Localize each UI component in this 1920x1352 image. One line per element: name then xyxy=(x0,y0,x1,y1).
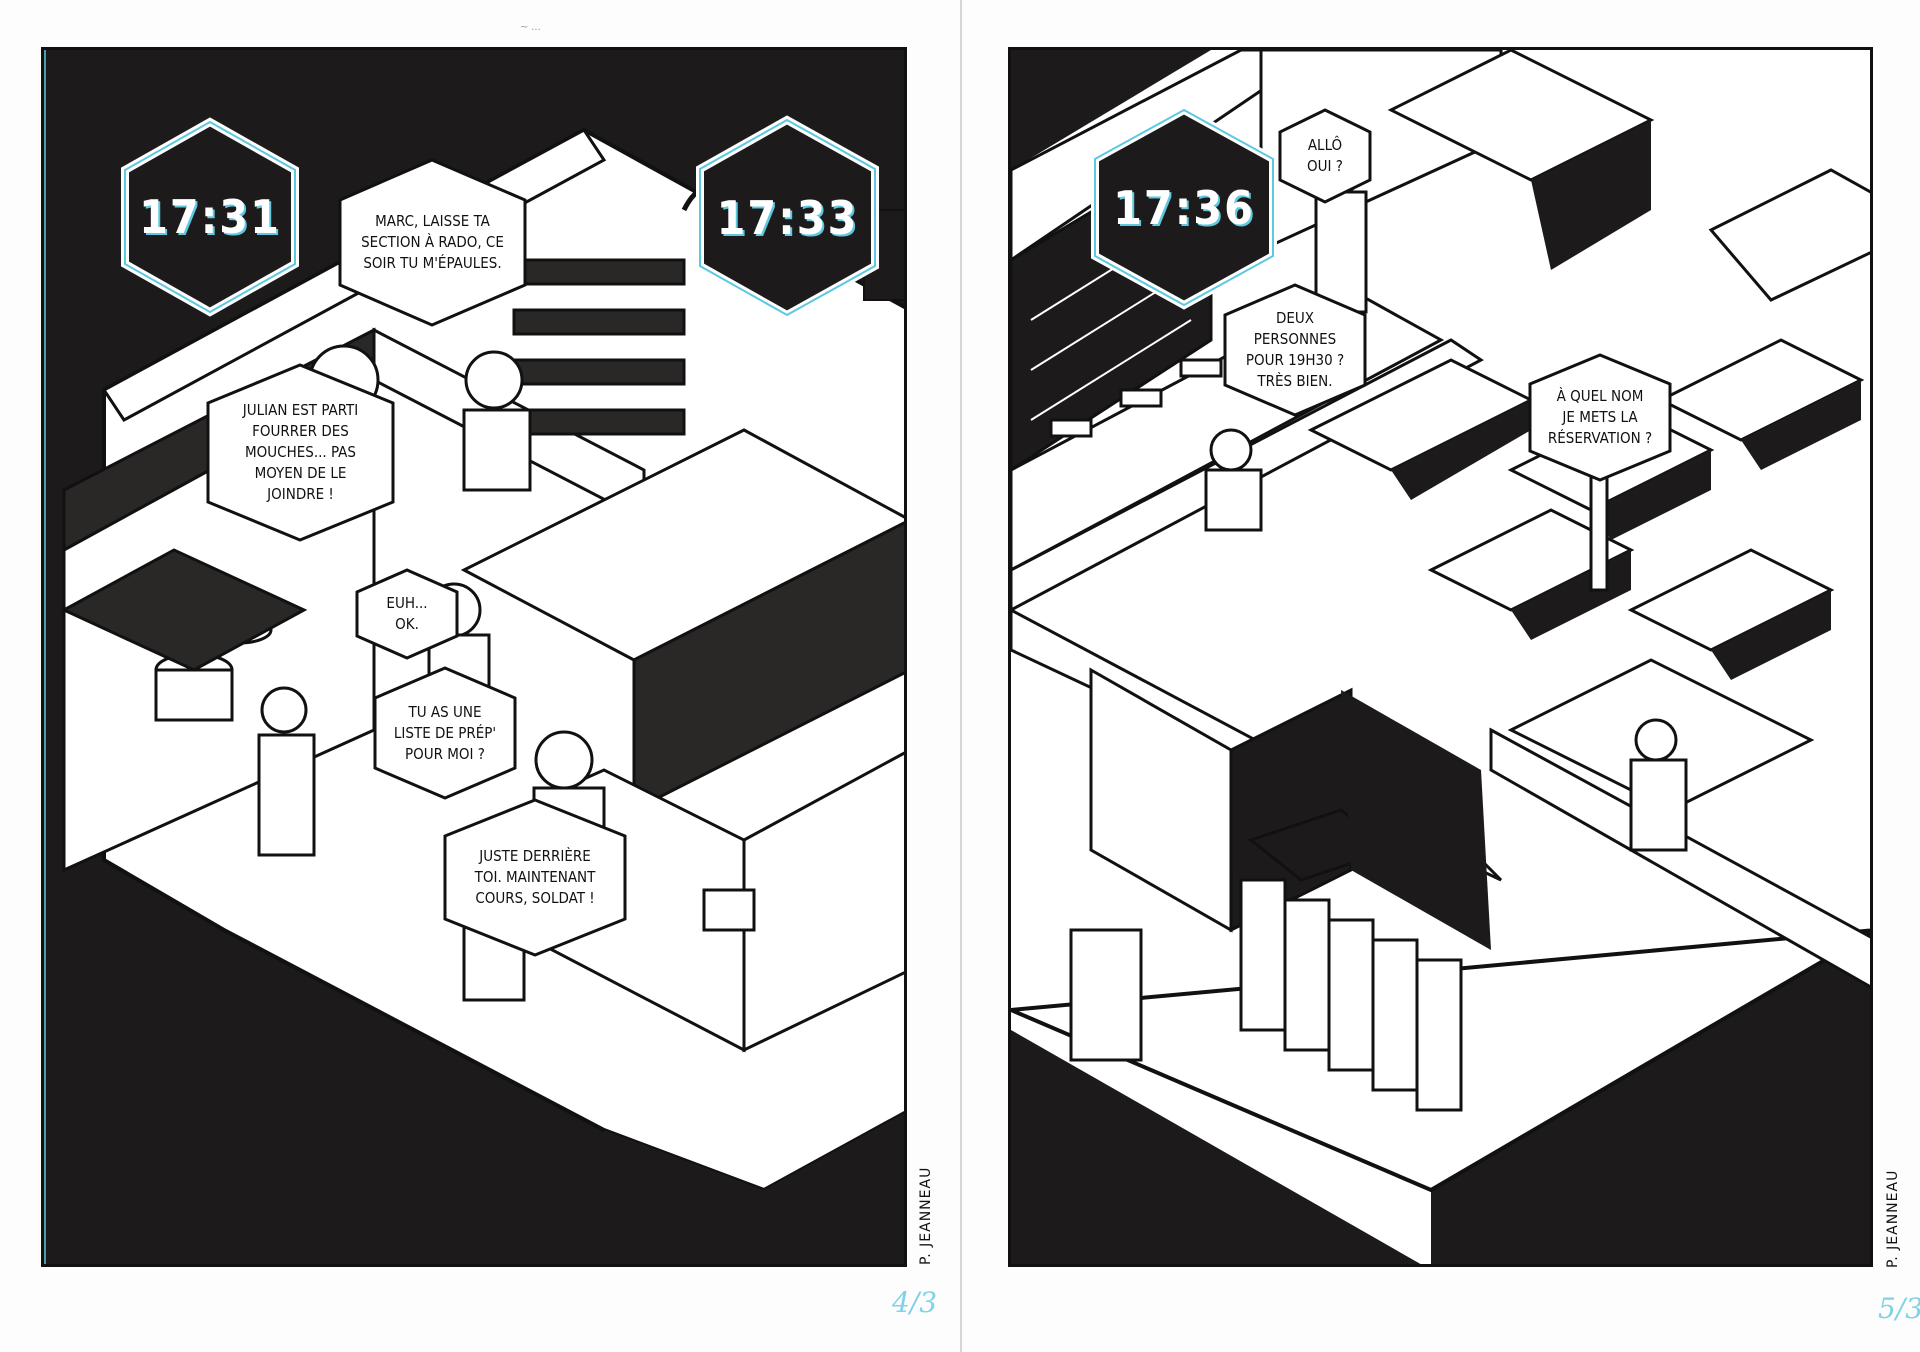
speech-bubble: À quel nom je mets la réservation ? xyxy=(1528,353,1672,482)
artist-signature: P. JEANNEAU xyxy=(918,1166,934,1265)
pencil-guide-line xyxy=(44,50,46,1264)
hexagon-frame-icon xyxy=(696,115,879,320)
bubble-text: Juste derrière toi. Maintenant cours, so… xyxy=(474,847,596,907)
bubble-text: Allô oui ? xyxy=(1307,136,1343,175)
timestamp-hex-1731: 17:31 xyxy=(121,117,299,317)
speech-bubble: Marc, laisse ta section à Rado, ce soir … xyxy=(338,158,527,327)
bubble-text: À quel nom je mets la réservation ? xyxy=(1547,387,1653,447)
page-gutter xyxy=(960,0,962,1352)
hexagon-bubble-icon xyxy=(338,158,527,327)
speech-bubble: Euh... Ok. xyxy=(355,568,459,660)
bubble-text: Marc, laisse ta section à Rado, ce soir … xyxy=(361,212,504,272)
bubble-text: Julian est parti fourrer des mouches... … xyxy=(242,401,359,503)
speech-bubble: Julian est parti fourrer des mouches... … xyxy=(206,363,395,542)
hexagon-bubble-icon xyxy=(1528,353,1672,482)
hexagon-bubble-icon xyxy=(355,568,459,660)
hexagon-frame-icon xyxy=(121,117,299,317)
timestamp-hex-1736: 17:36 xyxy=(1091,105,1277,310)
bubble-text: Euh... Ok. xyxy=(386,594,428,633)
pencil-note: ~ ... xyxy=(520,22,542,33)
bubble-text: Tu as une liste de prép' pour moi ? xyxy=(393,702,497,763)
hexagon-bubble-icon xyxy=(206,363,395,542)
hexagon-frame-icon xyxy=(1091,105,1277,310)
speech-bubble: Juste derrière toi. Maintenant cours, so… xyxy=(443,798,627,957)
hexagon-bubble-icon xyxy=(443,798,627,957)
speech-bubble: Allô oui ? xyxy=(1278,108,1372,204)
speech-bubble: Tu as une liste de prép' pour moi ? xyxy=(373,666,517,800)
artist-signature: P. JEANNEAU xyxy=(1885,1169,1901,1268)
speech-bubble: Deux personnes pour 19h30 ? Très bien. xyxy=(1223,283,1367,417)
hexagon-bubble-icon xyxy=(1223,283,1367,417)
hexagon-bubble-icon xyxy=(1278,108,1372,204)
page-number: 4/3 xyxy=(892,1286,938,1319)
page-number: 5/3 xyxy=(1878,1292,1920,1325)
hexagon-bubble-icon xyxy=(373,666,517,800)
timestamp-label: 17:36 xyxy=(1113,180,1255,235)
timestamp-label: 17:33 xyxy=(716,190,859,245)
timestamp-label: 17:31 xyxy=(139,190,281,244)
bubble-text: Deux personnes pour 19h30 ? Très bien. xyxy=(1245,309,1345,390)
timestamp-hex-1733: 17:33 xyxy=(696,115,879,320)
